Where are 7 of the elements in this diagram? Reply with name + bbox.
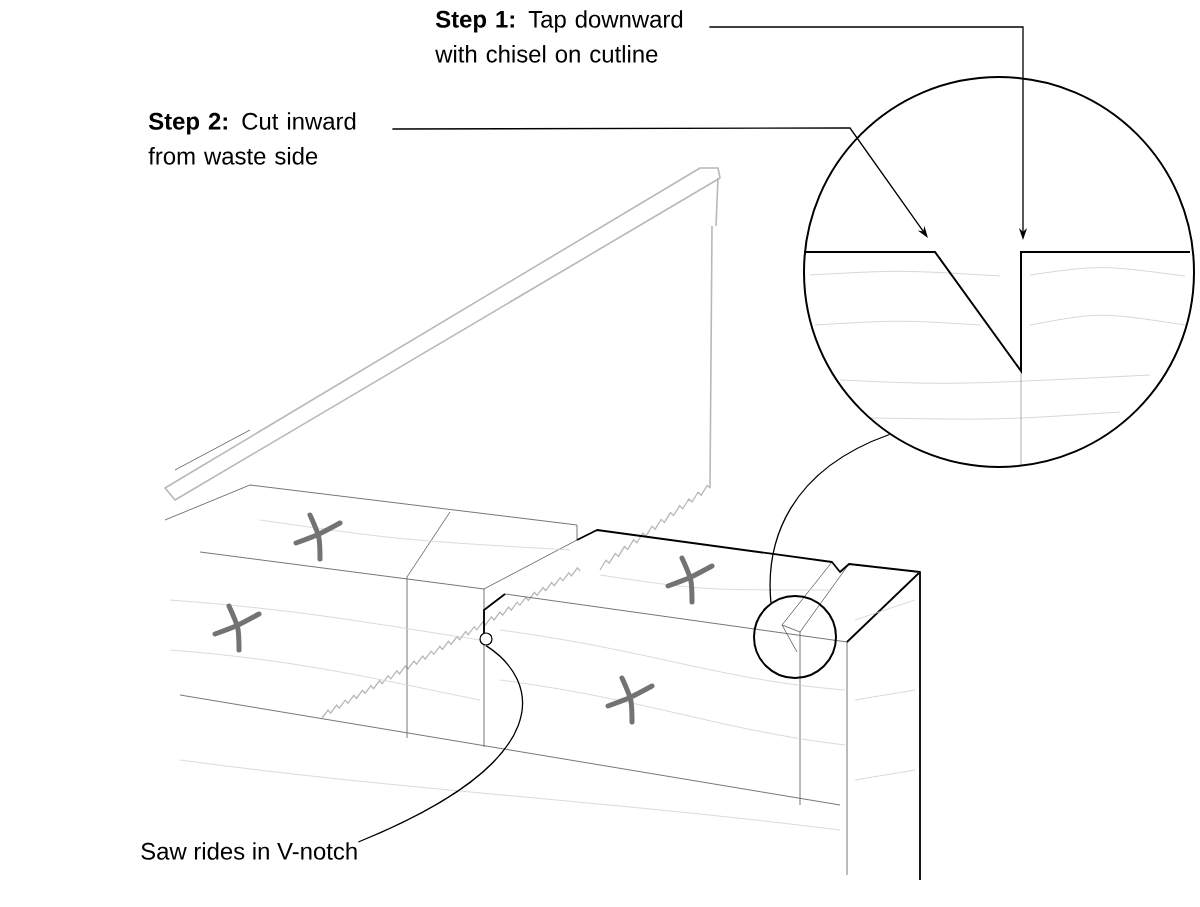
callout-text: Saw rides in V-notch bbox=[141, 842, 357, 860]
detail-circle bbox=[753, 595, 837, 679]
leader-line bbox=[769, 433, 891, 604]
detail-circle bbox=[803, 76, 1195, 468]
leader-line bbox=[357, 644, 523, 843]
callout-text: Step 2: Cut inward from waste side bbox=[148, 112, 356, 165]
callout-text: Step 1: Tap downward with chisel on cutline bbox=[435, 10, 683, 63]
